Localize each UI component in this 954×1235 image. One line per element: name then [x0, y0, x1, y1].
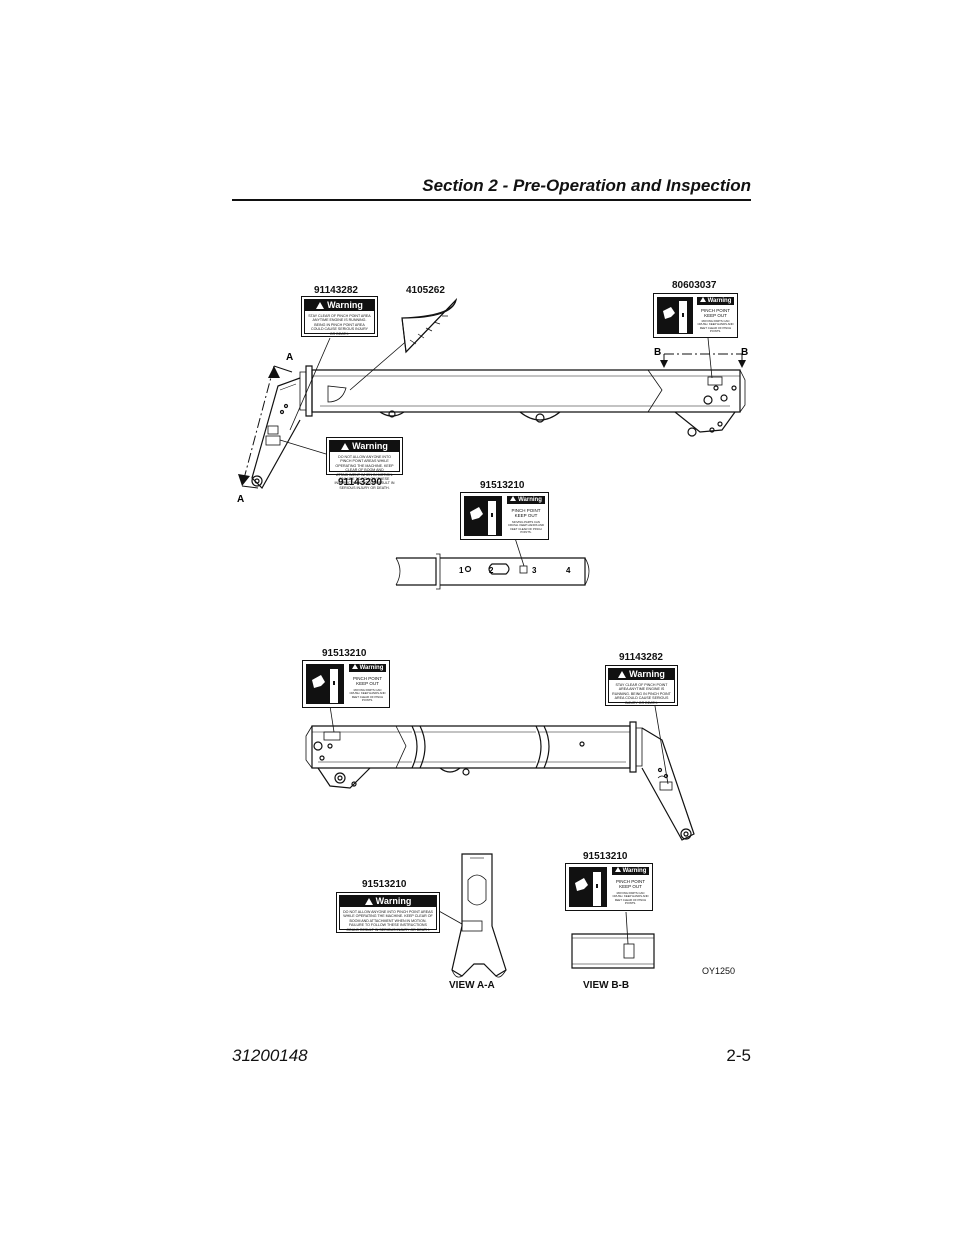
part-number-warning-bottom-right: 91143282: [619, 652, 663, 663]
part-number-pinch-top-right: 80603037: [672, 280, 717, 291]
part-number-view-a-warning: 91513210: [362, 879, 407, 890]
section-mark-b-right: B: [741, 347, 748, 358]
pinch-point-decal-top-right: Warning PINCH POINT KEEP OUT MOVING PART…: [653, 293, 738, 338]
part-number-pinch-bottom-left: 91513210: [322, 648, 367, 659]
section-mark-a-bottom: A: [237, 494, 244, 505]
view-a-label: VIEW A-A: [449, 980, 495, 991]
pinch-point-decal-bottom-left: Warning PINCH POINT KEEP OUT MOVING PART…: [302, 660, 390, 708]
hand-crush-icon: [464, 496, 502, 536]
header-rule: [232, 199, 751, 201]
angle-indicator-decal: [401, 298, 458, 354]
boom-hole-number-3: 3: [532, 566, 537, 575]
view-a-drawing: [429, 853, 507, 978]
view-b-drawing: [571, 911, 655, 969]
document-number: 31200148: [232, 1046, 308, 1065]
section-title: Section 2 - Pre-Operation and Inspection: [422, 176, 751, 195]
part-number-warning-top-left: 91143282: [314, 285, 358, 296]
middle-boom-drawing: [395, 537, 590, 590]
figure-id: OY1250: [702, 966, 736, 976]
part-number-angle-indicator: 4105262: [406, 285, 445, 296]
page-number: 2-5: [726, 1046, 751, 1065]
warning-decal-top-lower: Warning DO NOT ALLOW ANYONE INTO PINCH P…: [326, 437, 403, 490]
part-number-pinch-middle: 91513210: [480, 480, 525, 491]
boom-hole-number-4: 4: [566, 566, 571, 575]
hand-crush-icon: [569, 867, 607, 907]
view-b-label: VIEW B-B: [583, 980, 630, 991]
hand-crush-icon: [657, 297, 693, 334]
warning-decal-top-left: Warning STAY CLEAR OF PINCH POINT AREA A…: [301, 296, 378, 337]
pinch-point-decal-middle: Warning PINCH POINT KEEP OUT MOVING PART…: [460, 492, 549, 540]
pinch-point-decal-view-b: Warning PINCH POINT KEEP OUT MOVING PART…: [565, 863, 653, 911]
part-number-view-b-pinch: 91513210: [583, 851, 628, 862]
bottom-boom-drawing: [305, 705, 695, 841]
section-mark-b-left: B: [654, 347, 661, 358]
section-mark-a-top: A: [286, 352, 293, 363]
warning-decal-bottom-right: Warning STAY CLEAR OF PINCH POINT AREA A…: [605, 665, 678, 706]
top-boom-drawing: [241, 337, 746, 489]
hand-crush-icon: [306, 664, 344, 704]
boom-hole-number-2: 2: [489, 566, 494, 575]
part-number-warning-top-lower: 91143290: [338, 477, 382, 488]
warning-decal-view-a: Warning DO NOT ALLOW ANYONE INTO PINCH P…: [336, 892, 440, 933]
boom-hole-number-1: 1: [459, 566, 464, 575]
